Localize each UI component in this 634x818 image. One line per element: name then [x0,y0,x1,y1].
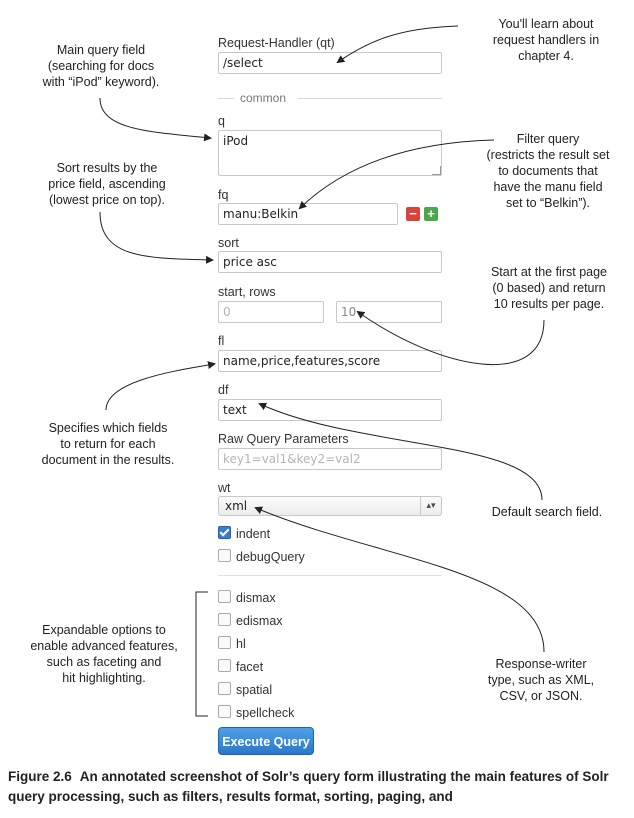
indent-checkbox[interactable]: indent [218,526,270,541]
bracket-expandable [195,591,208,717]
checkbox-icon [218,682,231,695]
debugquery-checkbox[interactable]: debugQuery [218,549,305,564]
checkbox-icon [218,549,231,562]
option-label: edismax [236,614,283,628]
annotation-sort: Sort results by the price field, ascendi… [48,161,166,207]
options-divider [218,575,442,576]
plus-icon: + [427,206,435,221]
option-label: spellcheck [236,706,295,720]
wt-select[interactable]: xml ▴▾ [218,496,442,516]
annotation-main-query: Main query field (searching for docs wit… [42,43,160,89]
annotation-default-field: Default search field. [491,505,603,519]
option-label: facet [236,660,264,674]
checkbox-icon [218,705,231,718]
arrow-response-writer [254,506,545,653]
common-section-divider: common [218,91,442,105]
qt-input[interactable]: /select [218,52,442,74]
indent-label: indent [236,527,271,541]
fq-input[interactable]: manu:Belkin [218,203,398,225]
option-spatial[interactable]: spatial [218,682,272,697]
df-label: df [218,383,229,397]
arrow-paging [356,310,545,365]
fl-input[interactable]: name,price,features,score [218,350,442,372]
checkbox-icon [218,613,231,626]
q-label: q [218,114,225,128]
debugquery-label: debugQuery [236,550,305,564]
fq-label: fq [218,188,229,202]
figure-caption-text: An annotated screenshot of Solr’s query … [8,769,609,804]
q-textarea[interactable]: iPod [218,130,442,176]
annotation-paging: Start at the first page (0 based) and re… [490,265,608,311]
resize-grip-icon[interactable] [432,166,441,175]
common-section-label: common [236,91,291,105]
wt-select-value: xml [225,499,248,513]
option-hl[interactable]: hl [218,636,246,651]
checkbox-icon [218,659,231,672]
annotation-response-writer: Response-writer type, such as XML, CSV, … [487,657,595,703]
sort-input[interactable]: price asc [218,251,442,273]
arrow-sort [99,211,214,264]
df-input[interactable]: text [218,399,442,421]
sort-label: sort [218,236,239,250]
qt-label: Request-Handler (qt) [218,36,335,50]
checkbox-icon [218,590,231,603]
arrow-main-query [99,97,212,142]
start-rows-label: start, rows [218,285,276,299]
option-facet[interactable]: facet [218,659,263,674]
add-filter-button[interactable]: + [424,207,438,221]
figure-number: Figure 2.6 [8,769,72,784]
annotation-fields: Specifies which fields to return for eac… [41,421,175,467]
annotation-request-handlers: You'll learn about request handlers in c… [492,17,600,63]
option-spellcheck[interactable]: spellcheck [218,705,294,720]
option-label: dismax [236,591,276,605]
execute-query-button[interactable]: Execute Query [218,727,314,755]
arrow-default-field [258,402,543,501]
fl-label: fl [218,334,225,348]
checkbox-checked-icon [218,526,231,539]
option-dismax[interactable]: dismax [218,590,276,605]
arrow-fields [105,361,216,411]
option-edismax[interactable]: edismax [218,613,283,628]
option-label: hl [236,637,246,651]
raw-params-label: Raw Query Parameters [218,432,349,446]
start-input[interactable]: 0 [218,301,324,323]
annotation-expandable: Expandable options to enable advanced fe… [30,623,178,685]
minus-icon: − [409,206,417,221]
raw-params-input[interactable]: key1=val1&key2=val2 [218,448,442,470]
arrow-filter-query [298,139,495,210]
checkbox-icon [218,636,231,649]
wt-label: wt [218,481,231,495]
annotation-filter-query: Filter query (restricts the result set t… [486,132,610,210]
arrow-request-handlers [336,25,459,64]
option-label: spatial [236,683,273,697]
remove-filter-button[interactable]: − [406,207,420,221]
select-arrows-icon: ▴▾ [420,497,441,515]
